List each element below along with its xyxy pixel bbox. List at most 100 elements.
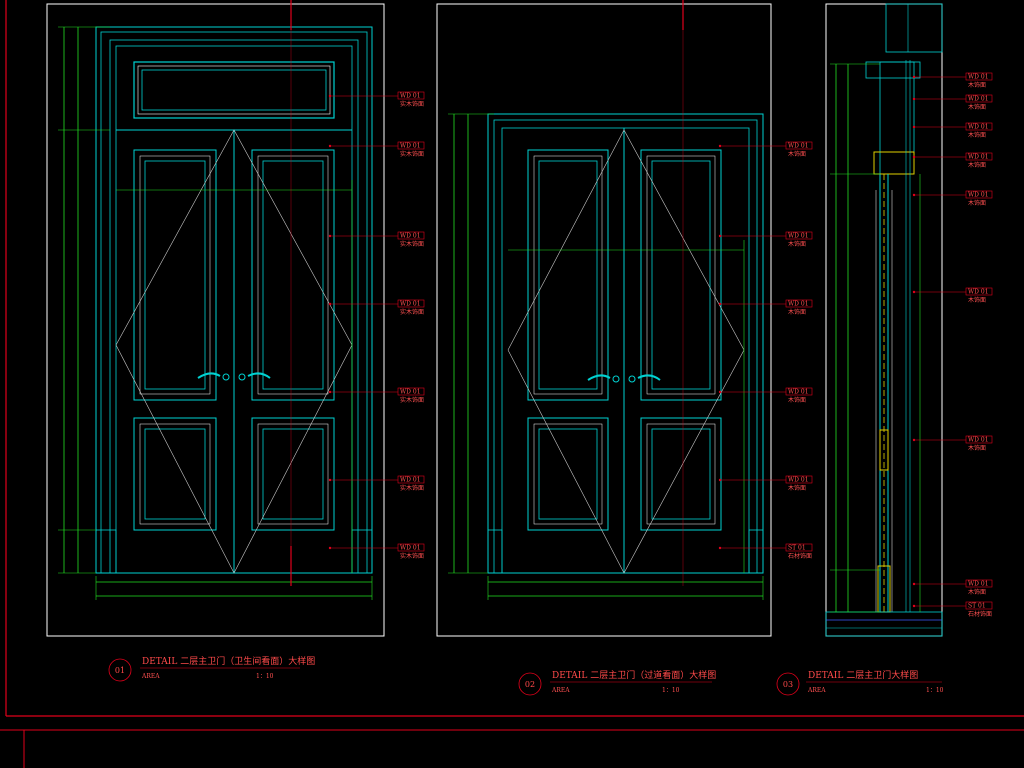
tag-code: WD 01 [400, 477, 421, 484]
tag-leader-dot [912, 604, 916, 608]
tag-code: WD 01 [968, 437, 989, 444]
tag-code-box [965, 601, 993, 610]
tag-note: 实木饰面 [400, 100, 424, 108]
tag-leader-dot [328, 390, 332, 394]
tag-code-box [397, 231, 425, 240]
tag-leader-dot [718, 234, 722, 238]
tag-note: 木饰面 [968, 131, 986, 139]
tag-note: 木饰面 [788, 396, 806, 404]
tag-leader-dot [328, 478, 332, 482]
tag-note: 实木饰面 [400, 240, 424, 248]
title-block-03: 03 DETAIL 二层主卫门大样图 AREA 1：10 [776, 669, 944, 696]
tag-leader-dot [718, 478, 722, 482]
tag-code: WD 01 [788, 233, 809, 240]
drawing-number-01: 01 [115, 666, 125, 675]
tag-code-box [965, 435, 993, 444]
tag-code: WD 01 [788, 143, 809, 150]
tag-leader-dot [912, 438, 916, 442]
tag-leader-dot [328, 302, 332, 306]
tag-note: 木饰面 [968, 296, 986, 304]
tag-note: 木饰面 [788, 308, 806, 316]
tag-code: WD 01 [968, 96, 989, 103]
tag-leader-dot [718, 144, 722, 148]
tag-code-box [785, 543, 813, 552]
tag-code: WD 01 [968, 581, 989, 588]
tag-code-box [965, 579, 993, 588]
tag-code-box [965, 72, 993, 81]
tag-code-box [965, 152, 993, 161]
tag-leader-dot [912, 75, 916, 79]
tag-code-box [397, 299, 425, 308]
tag-leader-dot [718, 390, 722, 394]
tag-code-box [397, 543, 425, 552]
tag-code: WD 01 [788, 301, 809, 308]
tag-leader-dot [912, 155, 916, 159]
tag-leader-dot [328, 94, 332, 98]
tag-code: WD 01 [400, 233, 421, 240]
drawing-title-02: DETAIL 二层主卫门（过道看面）大样图 [552, 669, 716, 681]
tag-code-box [785, 387, 813, 396]
tag-code: WD 01 [400, 143, 421, 150]
tag-code: ST 01 [968, 603, 986, 610]
tag-leader-dot [718, 302, 722, 306]
tag-code: WD 01 [788, 389, 809, 396]
drawing-scale-01: 1：10 [256, 673, 274, 680]
drawing-scale-02: 1：10 [662, 687, 680, 694]
tag-code: WD 01 [968, 154, 989, 161]
tag-leader-dot [328, 546, 332, 550]
drawing-area-02: AREA [551, 687, 570, 694]
tag-note: 石材饰面 [968, 610, 992, 618]
tag-note: 木饰面 [788, 240, 806, 248]
tag-code-box [965, 94, 993, 103]
tag-note: 木饰面 [968, 199, 986, 207]
tag-note: 实木饰面 [400, 308, 424, 316]
tag-leader-dot [912, 125, 916, 129]
tag-note: 木饰面 [968, 588, 986, 596]
tag-code-box [785, 299, 813, 308]
tag-code: ST 01 [788, 545, 806, 552]
tag-note: 实木饰面 [400, 396, 424, 404]
tag-code-box [397, 387, 425, 396]
tag-code-box [785, 475, 813, 484]
drawing-number-03: 03 [783, 680, 793, 689]
tag-note: 木饰面 [788, 150, 806, 158]
tag-leader-dot [718, 546, 722, 550]
drawing-number-02: 02 [525, 680, 535, 689]
tag-note: 木饰面 [968, 444, 986, 452]
tag-code: WD 01 [968, 74, 989, 81]
tag-code: WD 01 [968, 192, 989, 199]
tag-note: 实木饰面 [400, 552, 424, 560]
tag-code-box [785, 141, 813, 150]
tag-code: WD 01 [968, 124, 989, 131]
tag-note: 实木饰面 [400, 150, 424, 158]
tag-code-box [785, 231, 813, 240]
tag-code: WD 01 [400, 93, 421, 100]
tag-note: 实木饰面 [400, 484, 424, 492]
tag-leader-dot [912, 290, 916, 294]
